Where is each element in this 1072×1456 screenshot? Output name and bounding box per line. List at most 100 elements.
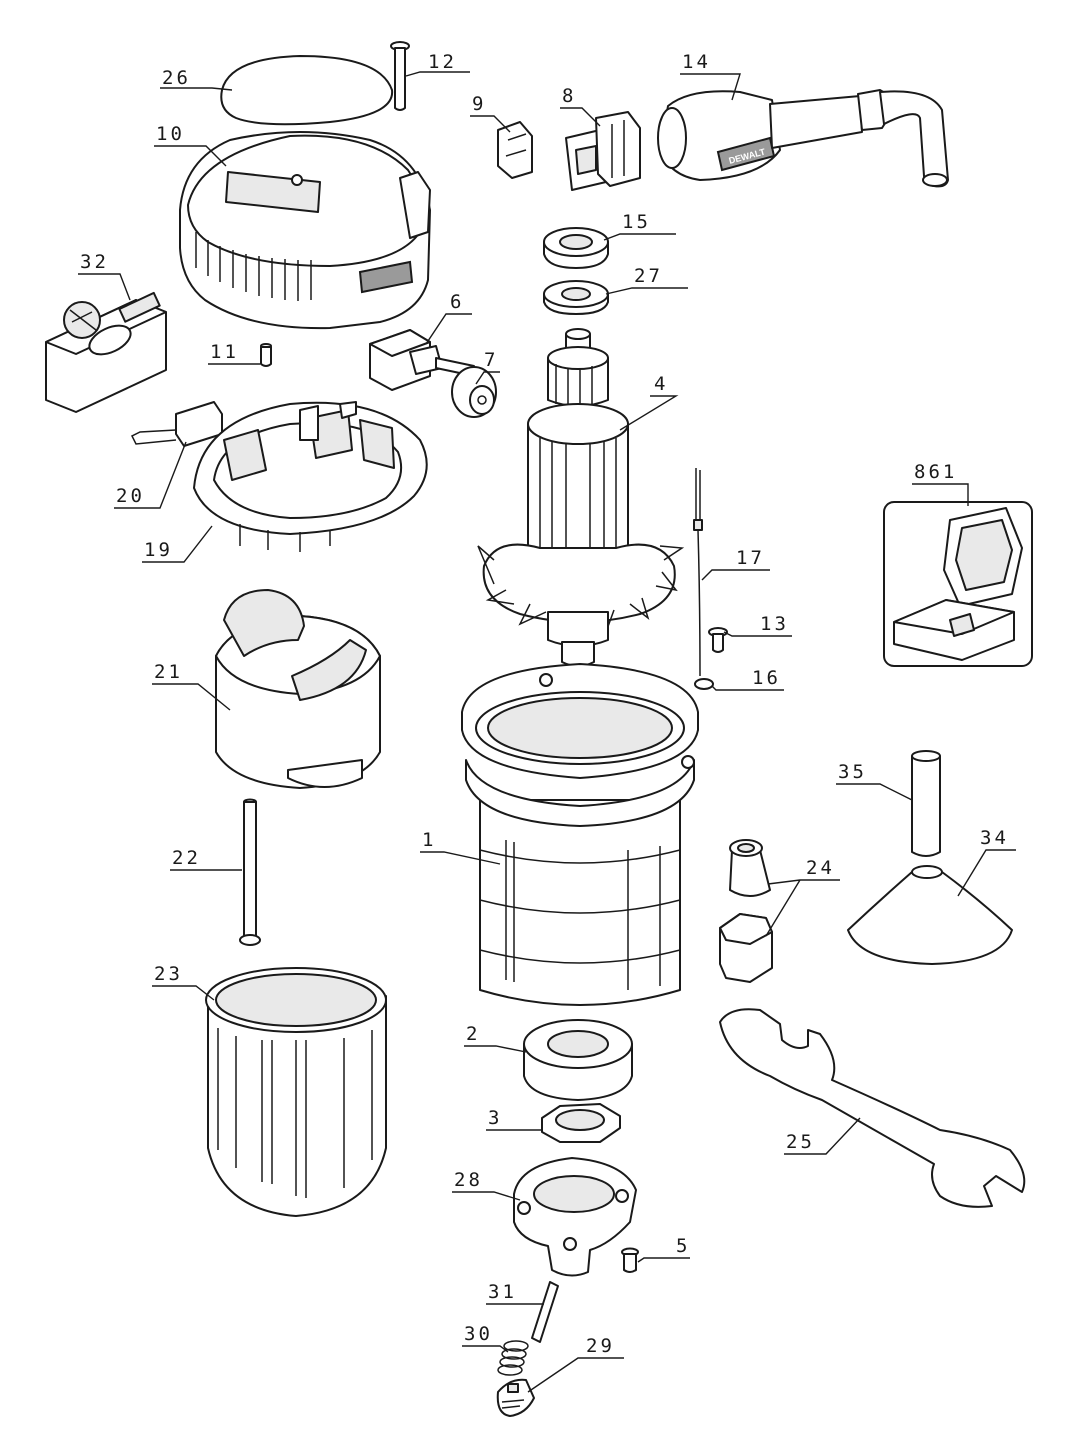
callout-1: 1 [420, 829, 501, 865]
callout-5: 5 [637, 1235, 690, 1263]
part-6-brush-holder [369, 329, 475, 391]
callout-7: 7 [475, 349, 500, 385]
part-20-brush [130, 401, 223, 447]
callout-861-label: 861 [914, 461, 957, 483]
callout-20-label: 20 [116, 485, 145, 507]
part-9-clip [497, 121, 533, 179]
part-23-sleeve [205, 967, 387, 1217]
callout-15: 15 [603, 211, 676, 241]
callout-29: 29 [527, 1335, 624, 1393]
callout-17-label: 17 [736, 547, 765, 569]
part-861-kit-box [883, 501, 1033, 667]
callout-10: 10 [154, 123, 227, 167]
callout-8-label: 8 [562, 85, 576, 107]
part-17-wire [693, 468, 703, 677]
callout-14: 14 [680, 51, 741, 101]
callout-3: 3 [486, 1107, 542, 1131]
callout-11: 11 [208, 341, 260, 365]
callout-9-label: 9 [472, 93, 486, 115]
callout-26: 26 [160, 67, 233, 91]
callout-28-label: 28 [454, 1169, 483, 1191]
part-2-bearing [523, 1019, 633, 1101]
part-13-screw [708, 627, 728, 653]
part-29-knob [496, 1378, 535, 1417]
part-1-motor-housing [461, 663, 699, 1006]
part-34-cone [847, 865, 1013, 965]
callout-25: 25 [784, 1117, 861, 1155]
callout-1-label: 1 [422, 829, 436, 851]
callout-20: 20 [114, 441, 187, 509]
callout-23: 23 [152, 963, 215, 1001]
callout-17: 17 [701, 547, 770, 581]
callout-34-label: 34 [980, 827, 1009, 849]
callout-27-label: 27 [634, 265, 663, 287]
callout-10-label: 10 [156, 123, 185, 145]
callout-21-label: 21 [154, 661, 183, 683]
callout-4-label: 4 [654, 373, 668, 395]
part-26-disc [220, 55, 394, 126]
callout-31-label: 31 [488, 1281, 517, 1303]
callout-15-label: 15 [622, 211, 651, 233]
callout-9: 9 [470, 93, 511, 133]
callout-30: 30 [462, 1323, 509, 1353]
callout-7-label: 7 [484, 349, 498, 371]
callout-32-label: 32 [80, 251, 109, 273]
callout-2-label: 2 [466, 1023, 480, 1045]
callout-26-label: 26 [162, 67, 191, 89]
callout-5-label: 5 [676, 1235, 690, 1257]
callout-28: 28 [452, 1169, 521, 1201]
callout-8: 8 [560, 85, 601, 127]
part-25-wrench [719, 1008, 1026, 1208]
callout-35: 35 [836, 761, 913, 801]
callout-24-label: 24 [806, 857, 835, 879]
callout-6: 6 [425, 291, 472, 345]
callout-27: 27 [605, 265, 688, 295]
part-5-screw [621, 1247, 639, 1273]
part-15-bearing [543, 227, 609, 269]
part-19-brush-plate [193, 401, 428, 552]
callout-16-label: 16 [752, 667, 781, 689]
callout-13: 13 [723, 613, 792, 637]
callout-22: 22 [170, 847, 242, 871]
callout-19: 19 [142, 525, 213, 563]
part-7-brush-cap [451, 366, 497, 418]
callout-31: 31 [486, 1281, 544, 1305]
part-30-spring [497, 1340, 529, 1376]
callout-24: 24 [765, 857, 840, 937]
part-14-cord-set: DEWALT [657, 89, 949, 188]
callout-32: 32 [78, 251, 131, 301]
callout-16: 16 [711, 667, 784, 691]
callout-22-label: 22 [172, 847, 201, 869]
part-16-ring-terminal [694, 678, 714, 690]
callout-23-label: 23 [154, 963, 183, 985]
part-28-base-plate [513, 1157, 637, 1277]
callout-29-label: 29 [586, 1335, 615, 1357]
callout-2: 2 [464, 1023, 527, 1053]
callout-13-label: 13 [760, 613, 789, 635]
part-11-pin [260, 343, 272, 367]
part-3-nut [541, 1103, 621, 1143]
callout-19-label: 19 [144, 539, 173, 561]
callout-6-label: 6 [450, 291, 464, 313]
callout-30-label: 30 [464, 1323, 493, 1345]
callout-21: 21 [152, 661, 231, 711]
part-24-collet-nut [719, 839, 773, 983]
callout-861: 861 [912, 461, 969, 506]
part-32-switch [45, 291, 167, 413]
part-8-connector [565, 111, 641, 191]
callout-3-label: 3 [488, 1107, 502, 1129]
part-27-washer [543, 280, 609, 315]
part-10-motor-cover [179, 131, 431, 330]
callout-35-label: 35 [838, 761, 867, 783]
part-12-pin [390, 41, 410, 111]
callout-12-label: 12 [428, 51, 457, 73]
callout-14-label: 14 [682, 51, 711, 73]
part-22-rod [239, 798, 261, 946]
part-35-pin [911, 750, 941, 857]
part-21-field [215, 589, 381, 789]
callout-11-label: 11 [210, 341, 239, 363]
callout-25-label: 25 [786, 1131, 815, 1153]
callout-4: 4 [619, 373, 679, 431]
